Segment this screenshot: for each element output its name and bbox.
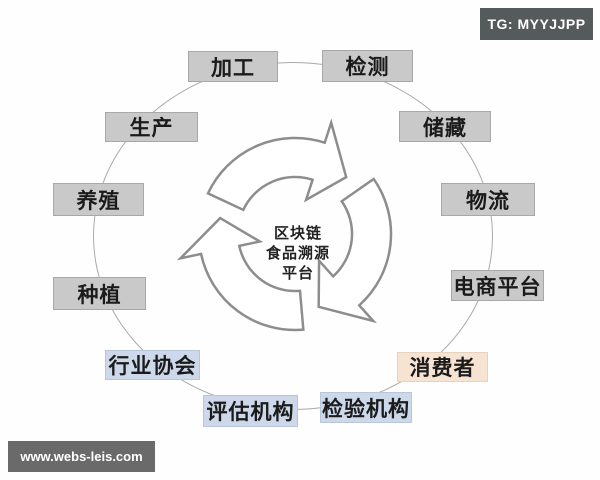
node-xiaofeizhe: 消费者 [397, 352, 488, 382]
node-chucang: 储藏 [399, 111, 491, 142]
cycle-arrows-icon [176, 118, 393, 332]
telegram-badge: TG: MYYJJPP [480, 8, 593, 40]
center-label-line3: 平台 [281, 265, 314, 282]
node-yangzhi: 养殖 [53, 183, 144, 216]
node-jiagong: 加工 [188, 51, 278, 82]
node-jiance: 检测 [322, 50, 413, 82]
node-wuliu: 物流 [441, 183, 535, 216]
node-hangyexiehui: 行业协会 [105, 350, 200, 380]
center-label: 区块链 食品溯源 平台 [233, 224, 363, 284]
node-shengchan: 生产 [105, 112, 198, 142]
node-jianyanjigou: 检验机构 [320, 392, 412, 423]
center-label-line1: 区块链 [273, 225, 322, 242]
node-dianshang: 电商平台 [451, 270, 544, 301]
node-zhongzhi: 种植 [53, 277, 146, 310]
node-pinggujigou: 评估机构 [203, 395, 298, 427]
center-label-line2: 食品溯源 [265, 245, 330, 262]
watermark-url: www.webs-leis.com [8, 441, 155, 472]
